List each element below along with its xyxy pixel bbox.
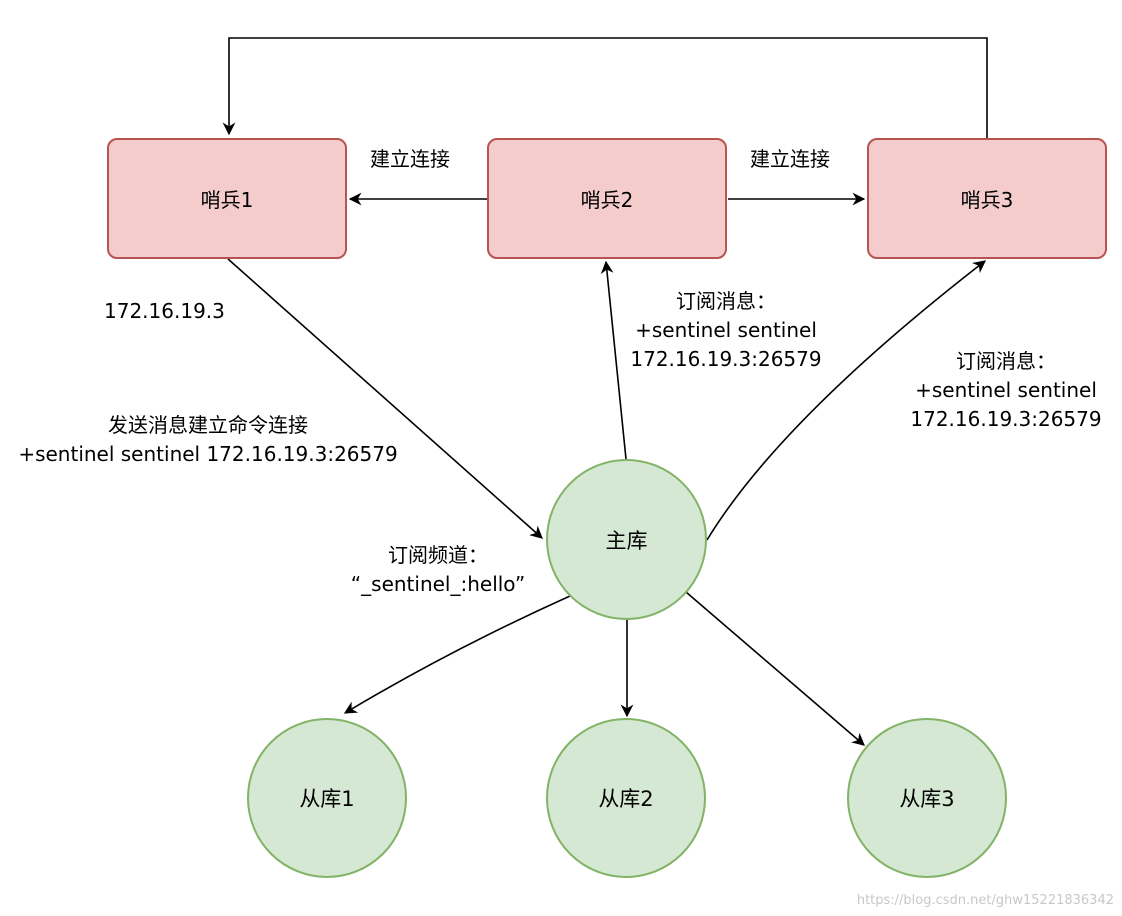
- edge-master-to-s3: [706, 260, 987, 541]
- sentinel-2[interactable]: 哨兵2: [487, 138, 727, 259]
- replica-3[interactable]: 从库3: [847, 718, 1007, 878]
- edge-label-publish-line2: +sentinel sentinel 172.16.19.3:26579: [18, 442, 398, 466]
- edge-label-subscribe-3-line1: 订阅消息：: [956, 349, 1056, 373]
- sentinel-1-ip: 172.16.19.3: [104, 299, 225, 323]
- edge-label-subscribe-3-line2: +sentinel sentinel: [915, 378, 1097, 402]
- edge-label-publish-line1: 发送消息建立命令连接: [108, 413, 308, 437]
- replica-2-label: 从库2: [598, 787, 654, 811]
- edge-label-subscribe-2-line2: +sentinel sentinel: [635, 318, 817, 342]
- master-node[interactable]: 主库: [546, 459, 707, 620]
- edge-s1-to-master: [227, 258, 543, 539]
- sentinel-2-label: 哨兵2: [580, 188, 634, 212]
- master-label: 主库: [605, 528, 648, 553]
- sentinel-3-label: 哨兵3: [960, 188, 1014, 212]
- edge-master-to-replica3: [685, 591, 865, 746]
- edge-label-subscribe-2: 订阅消息： +sentinel sentinel 172.16.19.3:265…: [620, 287, 832, 374]
- edge-label-connect-right: 建立连接: [750, 147, 830, 171]
- edge-label-channel-line2: “_sentinel_:hello”: [350, 572, 526, 596]
- edge-master-to-replica1: [343, 595, 571, 714]
- edge-label-publish: 发送消息建立命令连接 +sentinel sentinel 172.16.19.…: [12, 411, 404, 469]
- edge-master-to-s2: [600, 260, 627, 460]
- sentinel-3[interactable]: 哨兵3: [867, 138, 1107, 259]
- sentinel-1[interactable]: 哨兵1: [107, 138, 347, 259]
- replica-1-label: 从库1: [299, 787, 355, 811]
- watermark: https://blog.csdn.net/ghw15221836342: [856, 893, 1114, 908]
- replica-3-label: 从库3: [899, 787, 955, 811]
- edge-label-subscribe-3-line3: 172.16.19.3:26579: [910, 407, 1102, 431]
- edge-label-channel: 订阅频道： “_sentinel_:hello”: [330, 541, 546, 599]
- edge-label-channel-line1: 订阅频道：: [388, 543, 488, 567]
- edge-label-connect-left: 建立连接: [370, 147, 450, 171]
- replica-1[interactable]: 从库1: [247, 718, 407, 878]
- edge-label-subscribe-3: 订阅消息： +sentinel sentinel 172.16.19.3:265…: [900, 347, 1112, 434]
- edge-label-subscribe-2-line3: 172.16.19.3:26579: [630, 347, 822, 371]
- edge-s3-to-s1-loop: [222, 37, 988, 138]
- sentinel-1-label: 哨兵1: [200, 188, 254, 212]
- edge-label-subscribe-2-line1: 订阅消息：: [676, 289, 776, 313]
- replica-2[interactable]: 从库2: [546, 718, 706, 878]
